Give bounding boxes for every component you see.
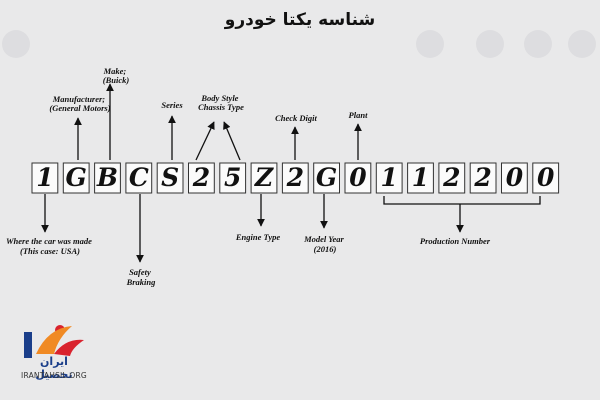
vin-char-box: 2 bbox=[281, 162, 309, 194]
label-plant: Plant bbox=[349, 110, 369, 120]
vin-char: 1 bbox=[380, 163, 397, 192]
vin-char-box: 2 bbox=[188, 162, 215, 194]
labels: Make; (Buick) Manufacturer; (General Mot… bbox=[6, 66, 491, 287]
label-production: Production Number bbox=[420, 236, 491, 246]
vin-char-box: 0 bbox=[532, 162, 560, 194]
arrow-body-left bbox=[195, 121, 215, 161]
vin-box-frame bbox=[219, 162, 247, 194]
label-engine: Engine Type bbox=[235, 232, 281, 242]
vin-box-frame bbox=[188, 162, 215, 194]
vin-box-frame bbox=[501, 162, 528, 194]
vin-box-frame bbox=[532, 162, 560, 194]
vin-char: C bbox=[129, 163, 149, 192]
page-title: شناسه یکتا خودرو bbox=[224, 10, 376, 30]
label-series: Series bbox=[161, 100, 183, 110]
vin-char-box: 2 bbox=[469, 162, 497, 194]
label-check-digit: Check Digit bbox=[275, 113, 317, 123]
vin-char-box: 0 bbox=[344, 162, 372, 194]
logo-wing-icon bbox=[54, 339, 84, 356]
vin-box-frame bbox=[250, 162, 278, 194]
vin-char-box: S bbox=[156, 162, 184, 194]
production-bracket bbox=[383, 196, 541, 205]
vin-char: G bbox=[316, 163, 337, 192]
irantahsil-logo bbox=[24, 325, 84, 358]
vin-box-frame bbox=[407, 162, 434, 194]
vin-char-box: 1 bbox=[407, 162, 434, 194]
vin-char: 1 bbox=[36, 163, 53, 192]
vin-char: 5 bbox=[224, 163, 241, 192]
label-model-year: Model Year (2016) bbox=[303, 234, 346, 254]
decorative-circles bbox=[2, 30, 596, 58]
vin-char-box: B bbox=[94, 162, 121, 194]
label-body-style: Body Style Chassis Type bbox=[198, 93, 244, 112]
vin-box-frame bbox=[94, 162, 121, 194]
vin-char-box: 1 bbox=[31, 162, 59, 194]
vin-char: 0 bbox=[506, 163, 524, 192]
vin-char: S bbox=[161, 163, 179, 192]
label-safety: Safety Braking bbox=[126, 267, 157, 287]
vin-char-box: C bbox=[125, 162, 153, 194]
vin-char: Z bbox=[254, 163, 274, 192]
logo-flame-icon bbox=[36, 326, 72, 354]
vin-box-frame bbox=[344, 162, 372, 194]
vin-char: 2 bbox=[192, 163, 210, 192]
vin-char-box: 1 bbox=[375, 162, 403, 194]
label-make: Make; (Buick) bbox=[103, 66, 130, 85]
arrows bbox=[41, 83, 541, 263]
vin-char-box: 5 bbox=[219, 162, 247, 194]
vin-box-frame bbox=[313, 162, 341, 194]
logo-name: ایران تحصیل bbox=[35, 355, 73, 381]
vin-box-frame bbox=[438, 162, 466, 194]
vin-box-frame bbox=[375, 162, 403, 194]
vin-char-box: 2 bbox=[438, 162, 466, 194]
vin-box-frame bbox=[125, 162, 153, 194]
vin-char-box: G bbox=[62, 162, 90, 194]
vin-char: 0 bbox=[537, 163, 555, 192]
vin-char: 2 bbox=[286, 163, 304, 192]
vin-box-frame bbox=[281, 162, 309, 194]
logo-book-icon bbox=[24, 332, 32, 358]
vin-char: 1 bbox=[412, 163, 429, 192]
vin-box-frame bbox=[156, 162, 184, 194]
vin-char: B bbox=[96, 163, 118, 192]
vin-box-frame bbox=[469, 162, 497, 194]
vin-box-frame bbox=[31, 162, 59, 194]
vin-char: 0 bbox=[349, 163, 367, 192]
vin-char: 2 bbox=[442, 163, 460, 192]
vin-char: 2 bbox=[473, 163, 491, 192]
label-manufacturer: Manufacturer; (General Motors) bbox=[49, 94, 110, 113]
logo-url: IRANTAHSIL.ORG bbox=[21, 371, 87, 380]
vin-char-box: Z bbox=[250, 162, 278, 194]
vin-box-frame bbox=[62, 162, 90, 194]
vin-char-box: G bbox=[313, 162, 341, 194]
vin-char-box: 0 bbox=[501, 162, 528, 194]
arrow-body-right bbox=[223, 121, 241, 161]
label-country: Where the car was made (This case: USA) bbox=[6, 236, 94, 256]
vin-char: G bbox=[66, 163, 87, 192]
